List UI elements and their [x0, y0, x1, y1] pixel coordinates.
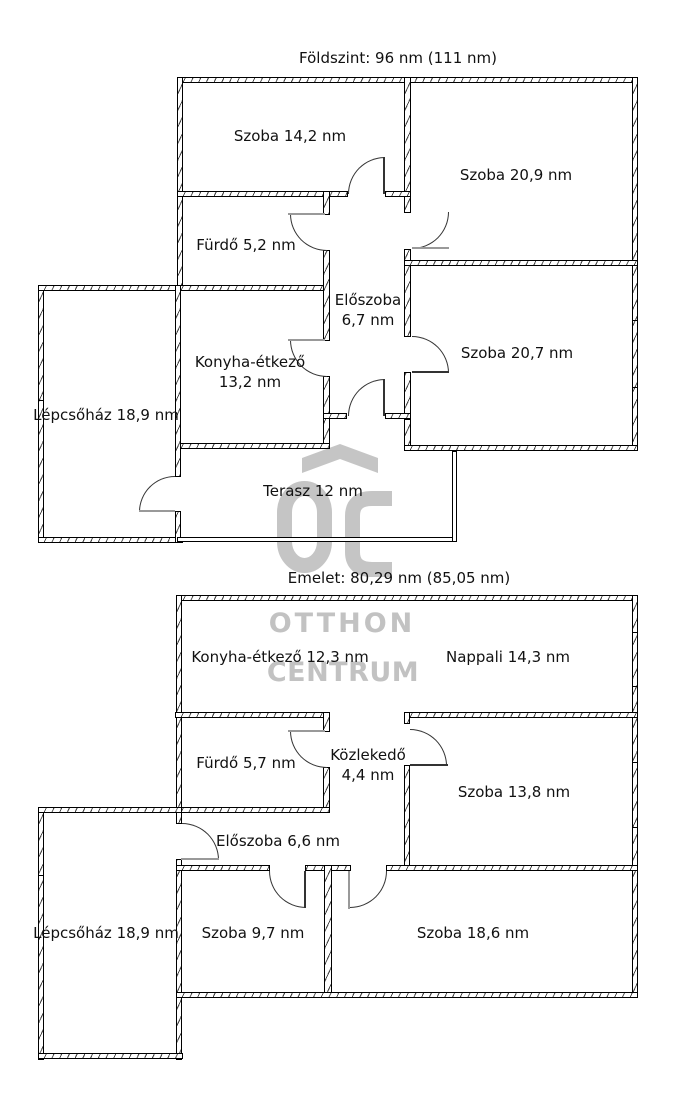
room-label: Konyha-étkező 12,3 nm: [191, 648, 369, 666]
room-label: Szoba 9,7 nm: [201, 924, 305, 942]
wall-segment: [177, 595, 638, 601]
room-label: Szoba 18,6 nm: [416, 924, 530, 942]
door-arc: [269, 871, 306, 908]
door-arc: [182, 823, 219, 860]
door-opening: [269, 865, 306, 871]
otthon-centrum-logo-icon: [277, 444, 392, 577]
door-leaf: [383, 157, 385, 194]
wall-segment: [176, 865, 638, 871]
door-arc: [410, 729, 447, 766]
door-opening: [176, 823, 182, 860]
door-opening: [404, 723, 410, 766]
room-label: Szoba 13,8 nm: [457, 783, 571, 801]
wall-segment: [38, 285, 181, 291]
wall-segment: [38, 1053, 183, 1059]
door-arc: [139, 476, 175, 512]
room-label: Lépcsőház 18,9 nm: [33, 924, 179, 942]
wall-segment: [177, 77, 183, 291]
wall-tick: [38, 875, 44, 876]
door-leaf: [304, 871, 306, 908]
door-leaf: [288, 213, 325, 215]
room-label: Terasz 12 nm: [263, 482, 363, 500]
door-opening: [350, 865, 387, 871]
wall-segment: [38, 537, 183, 543]
door-opening: [346, 413, 386, 419]
wall-tick: [632, 762, 638, 763]
wall-segment: [404, 445, 638, 451]
door-leaf: [410, 764, 448, 766]
room-label: Fürdő 5,2 nm: [196, 236, 296, 254]
door-leaf: [383, 379, 385, 416]
door-arc: [350, 871, 387, 908]
room-label: Szoba 14,2 nm: [233, 127, 347, 145]
room-label: Szoba 20,9 nm: [459, 166, 573, 184]
door-leaf: [412, 247, 449, 249]
wall-segment: [324, 865, 332, 998]
wall-segment: [175, 443, 330, 449]
wall-segment: [404, 260, 638, 266]
wall-segment: [38, 807, 182, 813]
wall-tick: [632, 686, 638, 687]
door-arc: [348, 379, 385, 416]
wall-tick: [38, 400, 44, 401]
wall-segment: [632, 595, 638, 998]
wall-tick: [632, 827, 638, 828]
room-label: Fürdő 5,7 nm: [196, 754, 296, 772]
wall-segment: [176, 992, 638, 998]
logo-letter-o: [277, 481, 332, 573]
logo-letter-c: [345, 491, 392, 577]
wall-segment: [175, 285, 330, 291]
floor-title-emelet: Emelet: 80,29 nm (85,05 nm): [287, 569, 511, 587]
terrace-wall: [452, 451, 457, 542]
door-leaf: [288, 339, 325, 341]
floor-title-foldszint: Földszint: 96 nm (111 nm): [299, 49, 497, 67]
wall-segment: [177, 191, 411, 197]
door-leaf: [348, 871, 350, 909]
door-opening: [175, 476, 181, 512]
wall-tick: [632, 320, 638, 321]
room-label: Nappali 14,3 nm: [445, 648, 571, 666]
door-leaf: [139, 510, 175, 512]
room-label: Lépcsőház 18,9 nm: [33, 406, 179, 424]
wall-segment: [175, 807, 330, 813]
door-arc: [412, 212, 449, 249]
wall-tick: [632, 632, 638, 633]
door-leaf: [412, 371, 449, 373]
wall-tick: [632, 387, 638, 388]
door-arc: [412, 336, 449, 373]
watermark-line2: CENTRUM: [266, 657, 420, 688]
room-label: Közlekedő 4,4 nm: [330, 746, 406, 784]
watermark-line1: OTTHON: [268, 608, 416, 639]
door-opening: [404, 212, 411, 250]
door-opening: [347, 191, 386, 197]
terrace-wall: [177, 537, 457, 542]
wall-segment: [175, 712, 330, 718]
door-opening: [404, 336, 411, 373]
wall-segment: [175, 285, 181, 543]
door-arc: [348, 157, 385, 194]
door-leaf: [181, 858, 219, 860]
room-label: Konyha-étkező 13,2 nm: [194, 353, 306, 391]
room-label: Szoba 20,7 nm: [460, 344, 574, 362]
room-label: Előszoba 6,6 nm: [216, 832, 340, 850]
room-label: Előszoba 6,7 nm: [334, 291, 402, 329]
wall-segment: [404, 712, 638, 718]
door-leaf: [288, 730, 325, 732]
logo-roof-shape: [302, 444, 378, 473]
